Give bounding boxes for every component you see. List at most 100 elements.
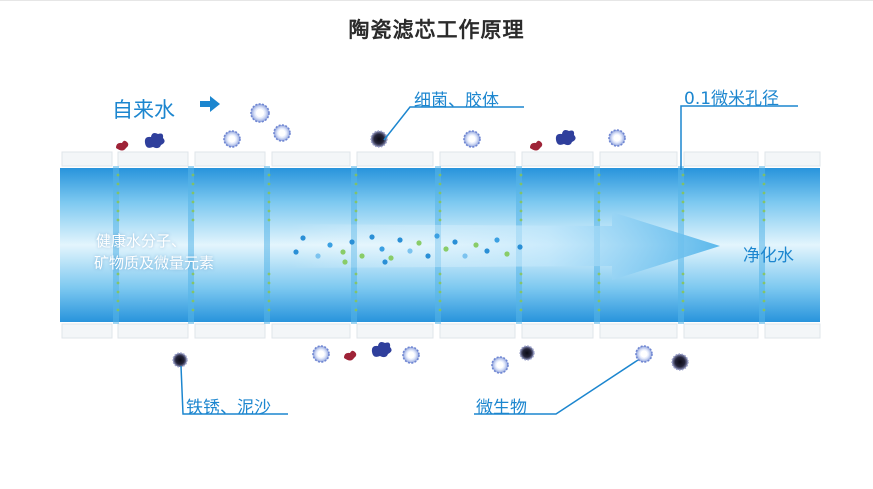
pipe-wall-bottom-segment [683,323,759,339]
pore-dot [519,272,523,276]
pipe-wall-bottom-segment [521,323,594,339]
pore-dot [438,299,442,303]
pore-dot [519,290,523,294]
water-molecule-dot [382,259,388,265]
pore-dot [438,173,442,177]
pore-dot [681,281,685,285]
pore-dot [681,218,685,222]
pore-dot [267,218,271,222]
pore-dot [519,209,523,213]
pore-dot [438,308,442,312]
pore-dot [597,308,601,312]
microbe-icon [635,345,653,363]
pore-dot [438,290,442,294]
water-molecule-dot [359,253,365,259]
pore-dot [354,209,358,213]
pore-dot [519,200,523,204]
pore-dot [762,173,766,177]
water-molecule-dot [434,233,440,239]
water-molecule-dot [462,253,468,259]
pore-dot [438,218,442,222]
pore-dot [597,182,601,186]
bacteria-icon [172,352,188,368]
pipe-wall-top-segment [599,151,678,167]
purified-water-label: 净化水 [743,246,794,266]
pore-dot [267,173,271,177]
filter-membrane [759,166,765,324]
pore-dot [762,200,766,204]
pore-dot [681,173,685,177]
pore-dot [116,290,120,294]
water-molecule-dot [397,237,403,243]
sand-particle-icon [555,130,576,146]
microbe-icon [250,103,270,123]
pipe-wall-top-segment [521,151,594,167]
pore-dot [354,308,358,312]
pore-dot [438,209,442,213]
pore-dot [267,209,271,213]
microbe-icon [223,130,241,148]
water-molecule-dot [340,249,346,255]
microbe-icon [491,356,509,374]
water-molecule-dot [484,248,490,254]
pore-dot [762,308,766,312]
pore-dot [191,299,195,303]
pore-dot [597,299,601,303]
water-molecule-dot [327,242,333,248]
water-molecule-dot [504,251,510,257]
pore-dot [191,290,195,294]
page-title: 陶瓷滤芯工作原理 [348,18,525,42]
pipe-wall-bottom-segment [599,323,678,339]
pore-dot [519,173,523,177]
pore-dot [191,191,195,195]
healthy-elements-label-line2: 矿物质及微量元素 [94,254,215,272]
water-molecule-dot [407,248,413,254]
callout-line-bacteria [383,106,524,141]
pore-dot [267,290,271,294]
flow-arrow [290,212,720,280]
pore-dot [681,308,685,312]
pore-dot [116,200,120,204]
pore-dot [438,281,442,285]
water-molecule-dot [452,239,458,245]
pore-dot [438,191,442,195]
pipe-wall-top-segment [271,151,351,167]
water-molecule-dot [369,234,375,240]
pore-dot [116,191,120,195]
pore-dot [762,218,766,222]
pore-dot [597,191,601,195]
pipe-wall-top-segment [61,151,113,167]
pore-dot [519,182,523,186]
pore-dot [354,200,358,204]
pore-dot [762,191,766,195]
pore-dot [191,209,195,213]
microbe-icon [608,129,626,147]
bacteria-icon [671,353,689,371]
pore-dot [116,218,120,222]
pore-dot [191,281,195,285]
water-molecule-dot [349,239,355,245]
water-molecule-dot [388,255,394,261]
pore-dot [116,209,120,213]
pore-dot [597,209,601,213]
pore-dot [519,308,523,312]
pore-dot [597,200,601,204]
water-molecule-dot [293,249,299,255]
rust-particle-icon [344,350,357,361]
microbe-icon [273,124,291,142]
microbe-icon [463,130,481,148]
pipe-wall-top-segment [683,151,759,167]
pipe-wall-bottom-segment [117,323,189,339]
pipe-wall-bottom-segment [439,323,516,339]
pore-dot [116,308,120,312]
pore-dot [267,191,271,195]
pore-dot [116,182,120,186]
pore-dot [681,200,685,204]
bacteria-icon [370,130,388,148]
bacteria-icon [519,345,535,361]
pipe-wall-bottom-segment [61,323,113,339]
rust-sand-label: 铁锈、泥沙 [186,398,271,418]
pore-dot [116,272,120,276]
pore-dot [681,191,685,195]
